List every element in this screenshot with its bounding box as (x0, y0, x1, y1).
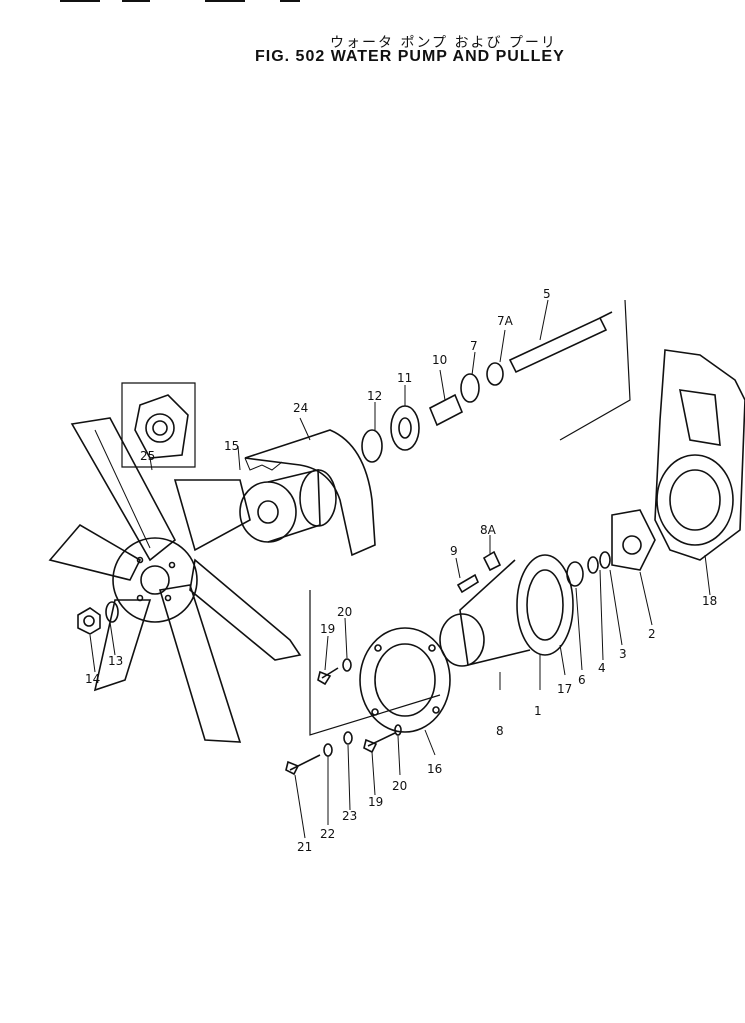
callout-7a: 7A (497, 314, 514, 328)
water-pump-housing (654, 349, 745, 561)
callout-7: 7 (470, 339, 478, 353)
bracket-lines (309, 299, 631, 736)
callout-12: 12 (367, 389, 382, 403)
callout-1: 1 (534, 704, 542, 718)
callout-17: 17 (557, 682, 572, 696)
plug-and-bolt (456, 550, 502, 594)
belt-guard (244, 429, 376, 557)
callout-4: 4 (598, 661, 606, 675)
title-japanese: ウォータ ポンプ および プーリ (330, 35, 557, 51)
callout-19-lower: 19 (368, 795, 383, 809)
callout-14: 14 (85, 672, 100, 686)
callout-10: 10 (432, 353, 447, 367)
callout-11: 11 (397, 371, 412, 385)
callout-13: 13 (108, 654, 123, 668)
part-callouts: 1 2 3 4 5 6 7 7A 8 8A 9 10 11 12 13 14 1… (85, 287, 717, 854)
impeller (611, 509, 656, 571)
figure-title: FIG. 502 WATER PUMP AND PULLEY (255, 48, 565, 65)
callout-8: 8 (496, 724, 504, 738)
gasket (359, 627, 451, 733)
leader-lines (89, 299, 711, 839)
fan-pulley (239, 468, 337, 543)
callout-18: 18 (702, 594, 717, 608)
nut-and-washer (77, 601, 119, 635)
bolts-and-washers (285, 658, 402, 776)
shaft-and-bearings (361, 311, 613, 463)
seal-parts (566, 551, 611, 587)
pump-body (439, 554, 574, 667)
inset-box-spacer (121, 382, 196, 468)
fan-blade-assembly (48, 417, 302, 743)
callout-2: 2 (648, 627, 656, 641)
callout-20-lower: 20 (392, 779, 407, 793)
callout-8a: 8A (480, 523, 497, 537)
callout-19-upper: 19 (320, 622, 335, 636)
callout-25: 25 (140, 449, 155, 463)
callout-3: 3 (619, 647, 627, 661)
callout-6: 6 (578, 673, 586, 687)
callout-20-upper: 20 (337, 605, 352, 619)
callout-15: 15 (224, 439, 239, 453)
callout-16: 16 (427, 762, 442, 776)
callout-23: 23 (342, 809, 357, 823)
callout-5: 5 (543, 287, 551, 301)
callout-22: 22 (320, 827, 335, 841)
callout-9: 9 (450, 544, 458, 558)
callout-24: 24 (293, 401, 308, 415)
callout-21: 21 (297, 840, 312, 854)
